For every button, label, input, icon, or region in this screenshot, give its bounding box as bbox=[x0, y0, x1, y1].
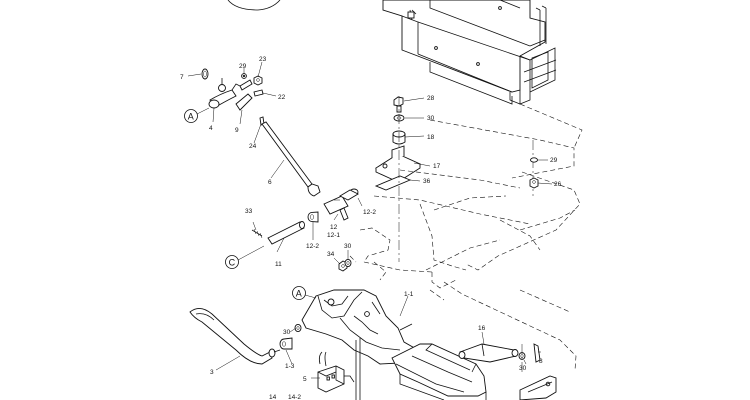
callout-30-mid: 30 bbox=[344, 243, 352, 250]
bracket-part-9 bbox=[235, 79, 253, 111]
callout-30-bottom-left: 30 bbox=[283, 329, 291, 336]
callout-33: 33 bbox=[245, 208, 253, 215]
callout-3: 3 bbox=[210, 369, 214, 376]
callout-26: 26 bbox=[554, 181, 562, 188]
callout-12: 12 bbox=[330, 224, 338, 231]
callout-9: 9 bbox=[235, 127, 239, 134]
callout-1-1: 1-1 bbox=[404, 291, 414, 298]
callout-30-upper: 30 bbox=[427, 115, 435, 122]
callout-labels: 7 29 23 22 4 9 24 6 33 11 12-2 12 12-1 1… bbox=[180, 56, 562, 400]
callout-8: 8 bbox=[539, 358, 543, 365]
nut-part-23 bbox=[253, 75, 263, 86]
callout-18: 18 bbox=[427, 134, 435, 141]
callout-24: 24 bbox=[249, 143, 257, 150]
callout-12-2-right: 12-2 bbox=[363, 209, 376, 216]
frame-dash-plate bbox=[433, 103, 583, 211]
callout-12-2-left: 12-2 bbox=[306, 243, 319, 250]
bushing-part-12-2-left bbox=[307, 211, 319, 223]
callout-16: 16 bbox=[478, 325, 486, 332]
lever-leader-lines bbox=[187, 61, 285, 179]
bottom-leader-lines bbox=[215, 295, 541, 379]
console-lower-tray bbox=[391, 343, 487, 400]
washer-part-30-bottom-left bbox=[294, 323, 302, 333]
bolt-part-28 bbox=[393, 96, 404, 113]
switch-wire bbox=[318, 351, 327, 367]
pin-part-22 bbox=[253, 89, 264, 97]
svg-text:A: A bbox=[188, 111, 194, 121]
callout-23: 23 bbox=[259, 56, 267, 63]
washer-part-30-bottom-right bbox=[518, 352, 526, 360]
callout-30-bottom-right: 30 bbox=[519, 365, 527, 372]
mid-leader-lines bbox=[252, 197, 363, 265]
callout-1-3: 1-3 bbox=[285, 363, 295, 370]
switch-part-5 bbox=[317, 365, 355, 393]
callout-6: 6 bbox=[268, 179, 272, 186]
callout-4: 4 bbox=[209, 125, 213, 132]
callout-11: 11 bbox=[275, 261, 282, 268]
floor-frame-outline bbox=[349, 119, 581, 371]
pin-part-8 bbox=[533, 343, 541, 363]
pivot-arm-part-12 bbox=[323, 188, 359, 221]
svg-text:C: C bbox=[229, 257, 236, 267]
callout-14-2: 14-2 bbox=[288, 394, 301, 400]
washer-part-29-right bbox=[530, 157, 538, 163]
mount-bracket-bottom-right bbox=[519, 375, 557, 400]
washer-part-29-top bbox=[241, 73, 247, 79]
seat-cover-fragment bbox=[227, 0, 281, 11]
right-leader-lines bbox=[537, 159, 553, 185]
callout-36: 36 bbox=[423, 178, 431, 185]
center-leader-lines bbox=[403, 97, 431, 182]
callout-17: 17 bbox=[433, 163, 441, 170]
upper-housing-assembly bbox=[382, 0, 557, 105]
rod-part-6 bbox=[261, 121, 321, 197]
ring-part-7 bbox=[201, 68, 209, 80]
shaft-part-11 bbox=[267, 221, 305, 245]
callout-34: 34 bbox=[327, 251, 335, 258]
reference-mark-a-bottom: A bbox=[292, 286, 317, 300]
callout-28: 28 bbox=[427, 95, 435, 102]
callout-12-1: 12-1 bbox=[327, 232, 340, 239]
reference-mark-a-top: A bbox=[184, 107, 210, 123]
callout-5: 5 bbox=[303, 376, 307, 383]
reference-mark-c-left: C bbox=[225, 245, 265, 269]
nut-part-26 bbox=[529, 177, 539, 189]
lever-part-4 bbox=[208, 78, 241, 109]
callout-7: 7 bbox=[180, 74, 184, 81]
svg-text:A: A bbox=[296, 288, 302, 298]
callout-22: 22 bbox=[278, 94, 286, 101]
callout-29-top: 29 bbox=[239, 63, 247, 70]
callout-14: 14 bbox=[269, 394, 277, 400]
bracket-part-17 bbox=[375, 145, 421, 183]
callout-29-right: 29 bbox=[550, 157, 558, 164]
gas-strut-part-16 bbox=[458, 343, 519, 363]
washer-part-30-mid bbox=[344, 258, 352, 268]
spring-pin-part-33 bbox=[251, 228, 263, 239]
bushing-part-1-3 bbox=[279, 337, 293, 350]
pedal-arm-part-3 bbox=[189, 308, 281, 365]
